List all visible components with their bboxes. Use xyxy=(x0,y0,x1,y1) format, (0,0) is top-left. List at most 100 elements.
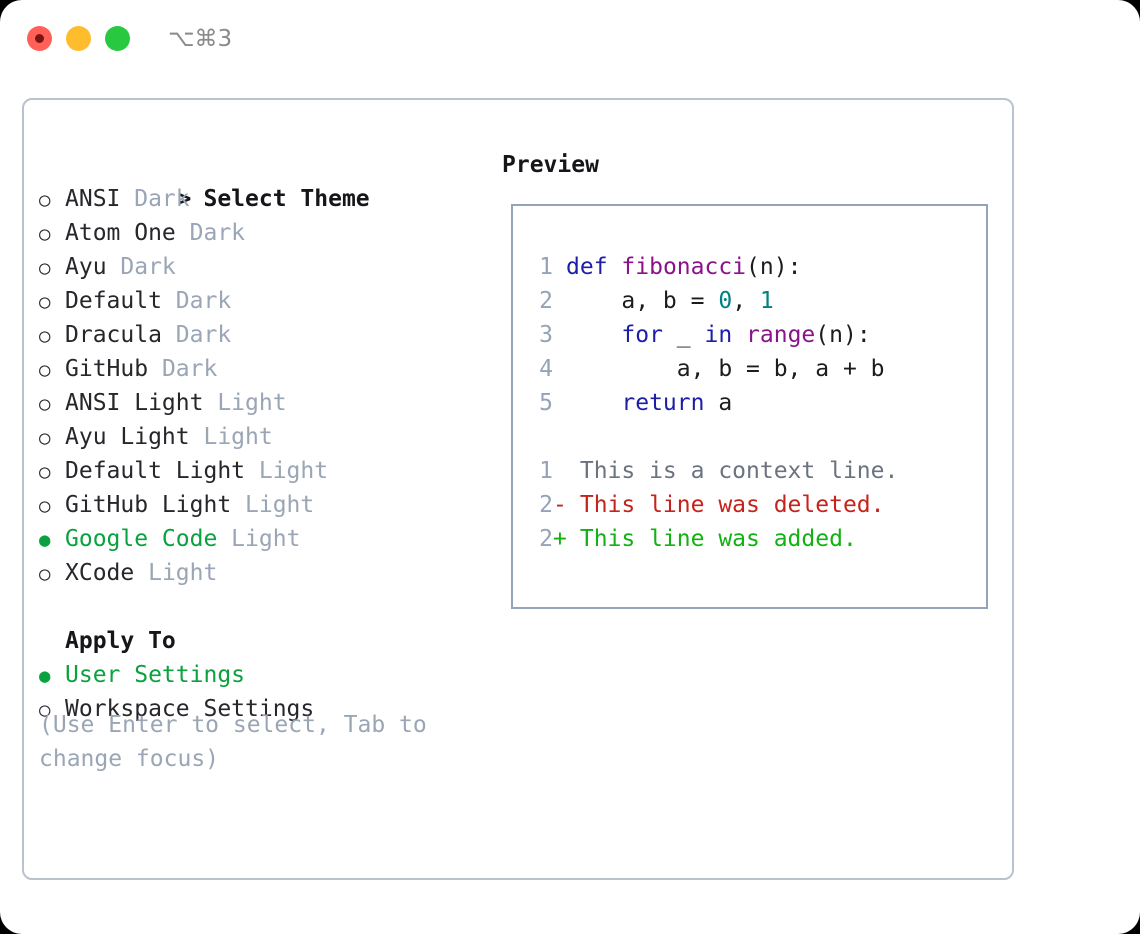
theme-list-item[interactable]: ○ ANSI Dark xyxy=(39,182,489,216)
code-token: (n): xyxy=(815,322,871,348)
page-title: Select Theme xyxy=(203,186,370,212)
theme-list-item[interactable]: ○ Ayu Light Light xyxy=(39,420,489,454)
theme-kind-badge: Dark xyxy=(161,322,232,348)
code-token: , xyxy=(732,288,760,314)
theme-kind-badge: Light xyxy=(231,492,315,518)
theme-name-label: ANSI xyxy=(65,186,121,212)
caret-icon: > xyxy=(177,186,192,212)
radio-selected-icon: ● xyxy=(39,665,51,687)
code-token: 0 xyxy=(718,288,733,314)
code-line: 3 for _ in range(n): xyxy=(527,318,898,352)
line-number: 1 xyxy=(539,254,553,280)
code-token: def xyxy=(566,254,608,280)
code-token xyxy=(566,390,621,416)
line-number: 2 xyxy=(539,288,553,314)
theme-kind-badge: Dark xyxy=(148,356,218,382)
title-bar: ⌥⌘3 xyxy=(0,0,1140,78)
minimize-button-icon[interactable] xyxy=(66,26,91,51)
theme-name-label: Ayu Light xyxy=(65,424,190,450)
preview-title: Preview xyxy=(502,152,599,178)
diff-line: 2- This line was deleted. xyxy=(527,488,898,522)
preview-column: Preview 1 def fibonacci(n):2 a, b = 0, 1… xyxy=(502,148,1002,609)
code-gutter xyxy=(553,386,566,420)
code-line: 4 a, b = b, a + b xyxy=(527,352,898,386)
theme-list-item[interactable]: ○ Atom One Dark xyxy=(39,216,489,250)
theme-name-label: Default xyxy=(65,288,162,314)
apply-to-header: Apply To xyxy=(65,628,176,654)
line-number: 2 xyxy=(539,492,553,518)
line-number: 3 xyxy=(539,322,553,348)
line-number: 1 xyxy=(539,458,553,484)
theme-name-label: XCode xyxy=(65,560,135,586)
theme-list-item[interactable]: ○ Ayu Dark xyxy=(39,250,489,284)
radio-unselected-icon: ○ xyxy=(39,393,51,415)
apply-to-option[interactable]: ○ Workspace Settings xyxy=(39,692,489,726)
theme-name-label: Atom One xyxy=(65,220,176,246)
radio-unselected-icon: ○ xyxy=(39,189,51,211)
code-token: 1 xyxy=(759,288,774,314)
theme-kind-badge: Dark xyxy=(175,220,246,246)
code-token xyxy=(732,322,746,348)
radio-unselected-icon: ○ xyxy=(39,427,51,449)
code-gutter xyxy=(553,352,566,386)
theme-kind-badge: Light xyxy=(203,390,287,416)
radio-unselected-icon: ○ xyxy=(39,325,51,347)
code-gutter xyxy=(553,250,566,284)
apply-to-option[interactable]: ● User Settings xyxy=(39,658,489,692)
theme-kind-badge: Light xyxy=(134,560,218,586)
code-token: _ xyxy=(662,322,705,348)
theme-list-item[interactable]: ○ GitHub Light Light xyxy=(39,488,489,522)
code-token: return xyxy=(621,390,705,416)
theme-name-label: GitHub xyxy=(65,356,149,382)
theme-kind-badge: Light xyxy=(189,424,273,450)
theme-picker-header: > Select Theme xyxy=(39,148,489,212)
theme-name-label: GitHub Light xyxy=(65,492,232,518)
diff-text: This is a context line. xyxy=(566,458,899,484)
radio-unselected-icon: ○ xyxy=(39,461,51,483)
radio-unselected-icon: ○ xyxy=(39,223,51,245)
diff-marker xyxy=(553,454,566,488)
diff-text: This line was added. xyxy=(566,526,857,552)
code-gutter xyxy=(553,284,566,318)
diff-line: 2+ This line was added. xyxy=(527,522,898,556)
theme-list[interactable]: ○ANSI Dark○Atom One Dark○Ayu Dark○Defaul… xyxy=(39,182,489,590)
radio-unselected-icon: ○ xyxy=(39,495,51,517)
code-line: 5 return a xyxy=(527,386,898,420)
theme-kind-badge: Light xyxy=(217,526,301,552)
close-button-icon[interactable] xyxy=(27,26,52,51)
code-token: a, b = b, a + b xyxy=(566,356,885,382)
maximize-button-icon[interactable] xyxy=(105,26,130,51)
radio-unselected-icon: ○ xyxy=(39,699,51,721)
apply-to-list[interactable]: ● User Settings ○ Workspace Settings xyxy=(39,658,489,726)
apply-to-label: Workspace Settings xyxy=(65,696,315,722)
theme-list-item[interactable]: ○XCode Light xyxy=(39,556,489,590)
keyboard-hint-text: (Use Enter to select, Tab to change focu… xyxy=(39,712,427,772)
theme-list-item[interactable]: ○ Dracula Dark xyxy=(39,318,489,352)
list-spacer xyxy=(39,590,489,624)
code-gutter xyxy=(553,318,566,352)
code-diff-separator xyxy=(527,420,898,454)
code-token: (n): xyxy=(746,254,802,280)
theme-name-label: Dracula xyxy=(65,322,162,348)
theme-kind-badge: Dark xyxy=(106,254,176,280)
theme-name-label: Ayu xyxy=(65,254,107,280)
code-token: a, b = xyxy=(566,288,719,314)
theme-kind-badge: Light xyxy=(245,458,329,484)
theme-kind-badge: Dark xyxy=(120,186,190,212)
theme-name-label: ANSI Light xyxy=(65,390,204,416)
radio-unselected-icon: ○ xyxy=(39,291,51,313)
theme-picker-column: > Select Theme ○ ANSI Dark ○ Atom One Dark ○ A… xyxy=(39,148,489,726)
code-token xyxy=(608,254,622,280)
theme-list-item[interactable]: ○Default Light Light xyxy=(39,454,489,488)
theme-list-item[interactable]: ○GitHub Dark xyxy=(39,352,489,386)
radio-unselected-icon: ○ xyxy=(39,257,51,279)
theme-list-item[interactable]: ○ ANSI Light Light xyxy=(39,386,489,420)
diff-marker: + xyxy=(553,526,567,552)
apply-to-label: User Settings xyxy=(65,662,246,688)
code-token: a xyxy=(704,390,733,416)
theme-list-item[interactable]: ○ Default Dark xyxy=(39,284,489,318)
theme-list-item[interactable]: ●Google Code Light xyxy=(39,522,489,556)
theme-kind-badge: Dark xyxy=(161,288,232,314)
